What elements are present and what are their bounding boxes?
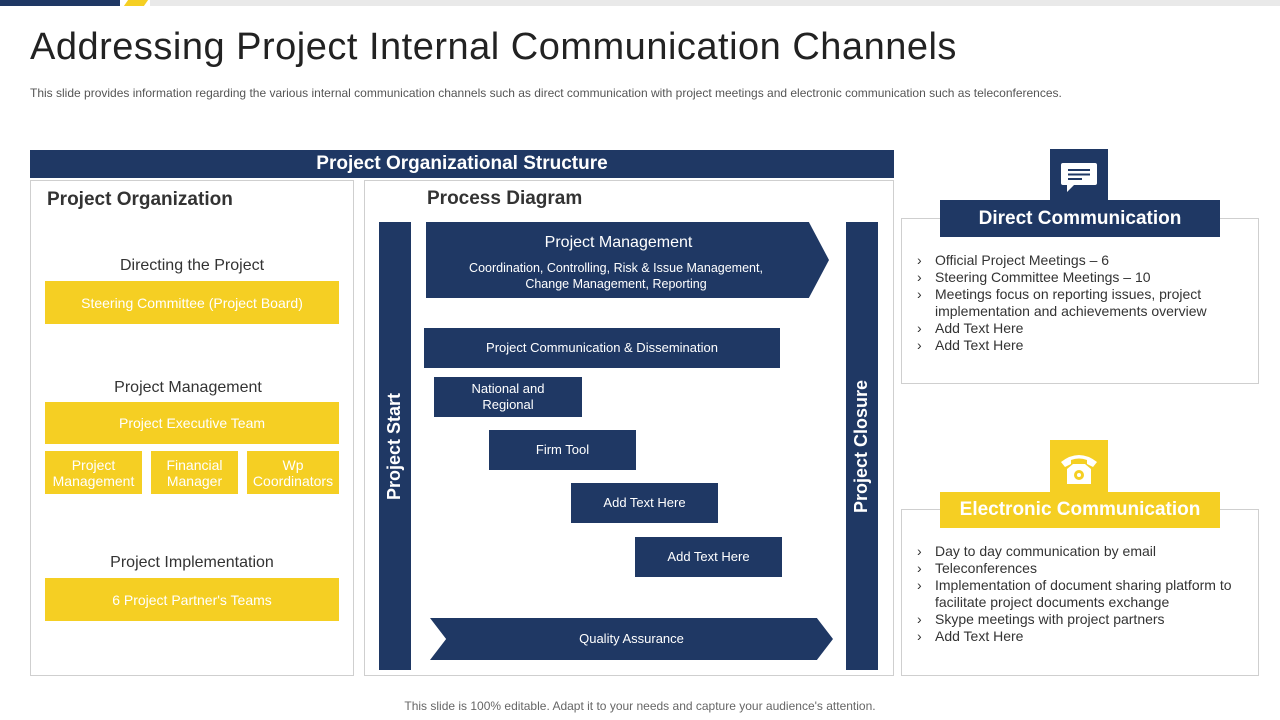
top-accent-navy [0, 0, 120, 6]
implementation-label: Project Implementation [110, 554, 274, 571]
list-item: Meetings focus on reporting issues, proj… [915, 286, 1235, 320]
process-diagram-panel: Process Diagram Project Start Project Cl… [364, 180, 894, 676]
project-management-box: Project Management [45, 451, 142, 494]
list-item: Implementation of document sharing platf… [915, 577, 1245, 611]
list-item: Add Text Here [915, 320, 1235, 337]
financial-manager-box: Financial Manager [151, 451, 238, 494]
project-management-arrow: Project Management Coordination, Control… [426, 222, 829, 298]
project-organization-panel: Project Organization Directing the Proje… [30, 180, 354, 676]
top-accent-bar [150, 0, 1280, 6]
footer-note: This slide is 100% editable. Adapt it to… [404, 699, 876, 713]
executive-team-box: Project Executive Team [45, 402, 339, 444]
firm-tool-box: Firm Tool [489, 430, 636, 470]
project-organization-title: Project Organization [47, 189, 233, 210]
electronic-communication-panel: Day to day communication by email Teleco… [901, 509, 1259, 676]
org-structure-header: Project Organizational Structure [30, 150, 894, 178]
add-text-box-1: Add Text Here [571, 483, 718, 523]
list-item: Teleconferences [915, 560, 1245, 577]
electronic-communication-header: Electronic Communication [940, 492, 1220, 528]
list-item: Steering Committee Meetings – 10 [915, 269, 1235, 286]
wp-coordinators-box: Wp Coordinators [247, 451, 339, 494]
list-item: Day to day communication by email [915, 543, 1245, 560]
process-diagram-title: Process Diagram [427, 188, 583, 209]
page-subtitle: This slide provides information regardin… [30, 86, 1062, 100]
quality-assurance-arrow: Quality Assurance [430, 618, 833, 660]
list-item: Add Text Here [915, 628, 1245, 645]
project-start-bar: Project Start [379, 222, 411, 670]
communication-dissemination-box: Project Communication & Dissemination [424, 328, 780, 368]
list-item: Add Text Here [915, 337, 1235, 354]
partner-teams-box: 6 Project Partner's Teams [45, 578, 339, 621]
add-text-box-2: Add Text Here [635, 537, 782, 577]
electronic-communication-list: Day to day communication by email Teleco… [915, 543, 1245, 645]
project-closure-bar: Project Closure [846, 222, 878, 670]
telephone-icon [1050, 440, 1108, 498]
list-item: Skype meetings with project partners [915, 611, 1245, 628]
national-regional-box: National and Regional [434, 377, 582, 417]
direct-communication-panel: Official Project Meetings – 6 Steering C… [901, 218, 1259, 384]
directing-label: Directing the Project [119, 257, 265, 274]
project-closure-label: Project Closure [851, 379, 872, 513]
pm-arrow-description: Coordination, Controlling, Risk & Issue … [469, 261, 763, 291]
direct-communication-list: Official Project Meetings – 6 Steering C… [915, 252, 1235, 354]
page-title: Addressing Project Internal Communicatio… [30, 26, 957, 68]
steering-committee-box: Steering Committee (Project Board) [45, 281, 339, 324]
list-item: Official Project Meetings – 6 [915, 252, 1235, 269]
top-accent-yellow [123, 0, 149, 6]
project-start-label: Project Start [384, 392, 405, 500]
pm-arrow-title: Project Management [544, 234, 693, 251]
management-label: Project Management [114, 379, 262, 396]
chat-bubble-icon [1050, 149, 1108, 207]
